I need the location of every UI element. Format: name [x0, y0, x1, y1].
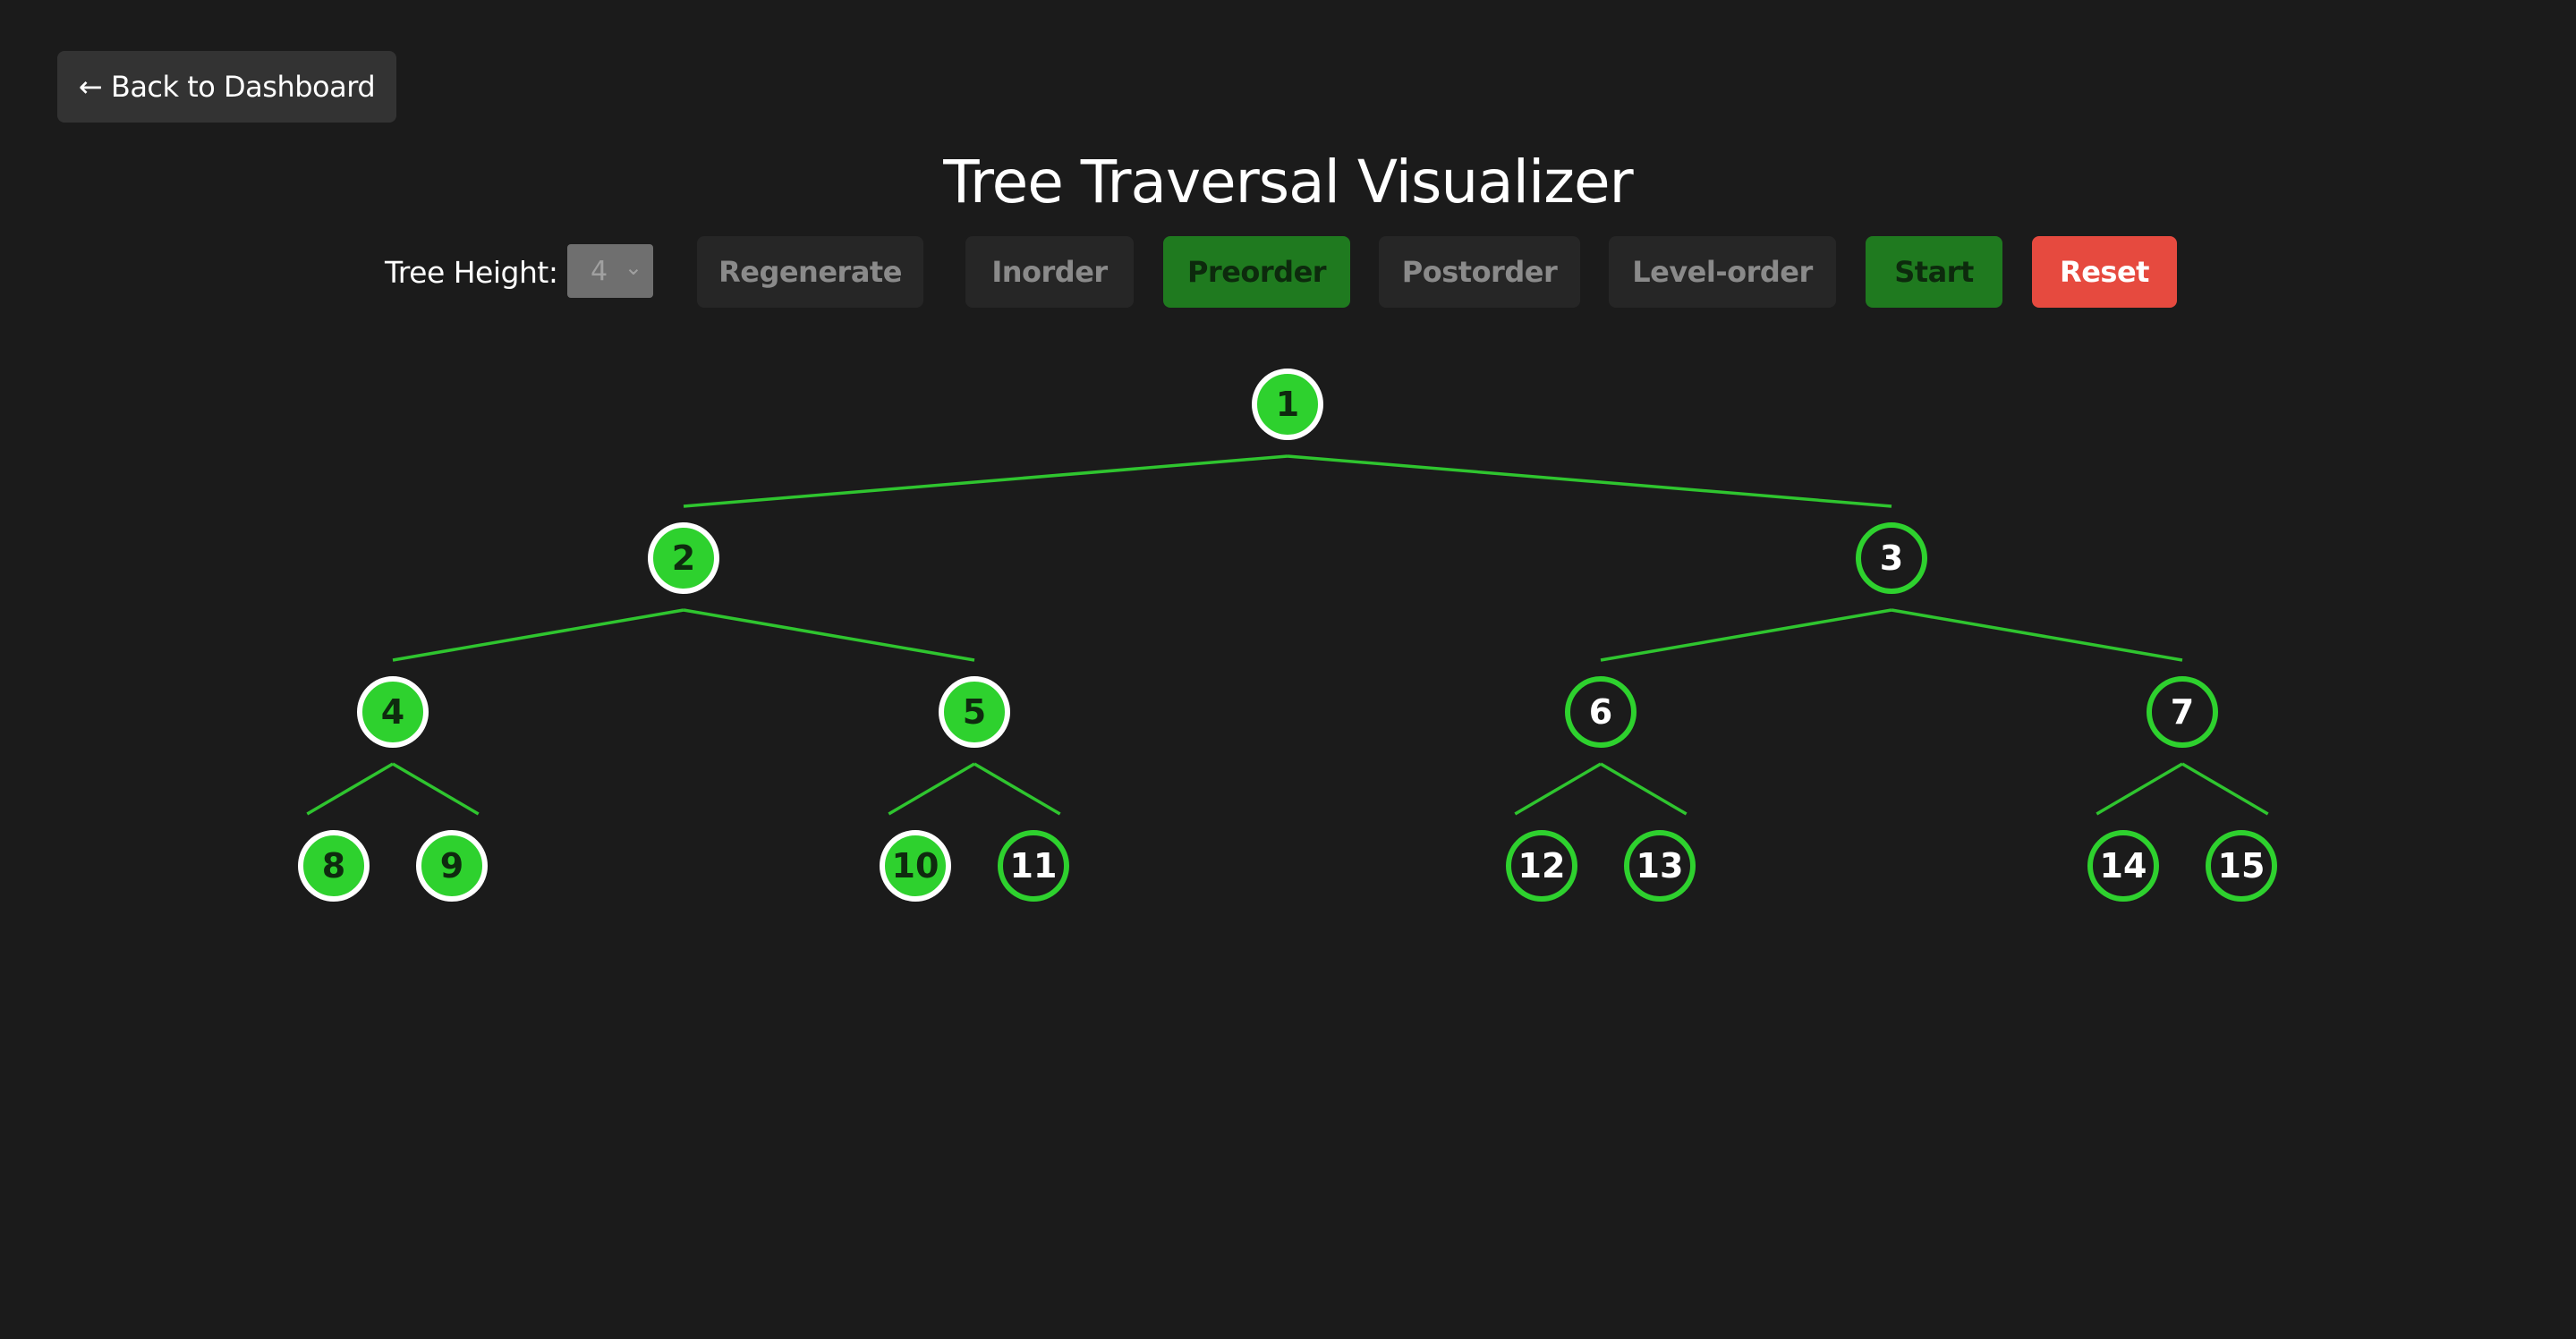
tree-edge	[973, 762, 1061, 816]
tree-node-label: 7	[2171, 692, 2194, 732]
tree-node-4: 4	[357, 676, 429, 748]
tree-node-label: 11	[1010, 846, 1058, 886]
tree-node-circle	[298, 830, 370, 902]
tree-height-select[interactable]: 4 ⌄	[567, 244, 653, 298]
preorder-button[interactable]: Preorder	[1163, 236, 1350, 308]
tree-node-label: 4	[381, 692, 404, 732]
page-title: Tree Traversal Visualizer	[943, 148, 1633, 216]
tree-edge	[888, 762, 975, 816]
tree-node-6: 6	[1565, 676, 1637, 748]
tree-node-8: 8	[298, 830, 370, 902]
tree-edge	[306, 762, 394, 816]
tree-node-14: 14	[2087, 830, 2159, 902]
tree-node-circle	[1856, 522, 1927, 594]
regenerate-button[interactable]: Regenerate	[697, 236, 923, 308]
tree-edge	[683, 454, 1288, 508]
tree-node-circle	[1565, 676, 1637, 748]
chevron-down-icon: ⌄	[624, 255, 642, 280]
tree-edge	[392, 608, 684, 662]
tree-edge	[1600, 608, 1892, 662]
tree-node-label: 3	[1880, 538, 1903, 578]
tree-node-7: 7	[2147, 676, 2218, 748]
tree-edge	[1600, 762, 1688, 816]
tree-node-circle	[2087, 830, 2159, 902]
postorder-button[interactable]: Postorder	[1379, 236, 1580, 308]
tree-node-label: 2	[672, 538, 695, 578]
tree-node-label: 13	[1637, 846, 1684, 886]
tree-node-circle	[998, 830, 1069, 902]
tree-edge	[2181, 762, 2269, 816]
tree-edge	[1891, 608, 2183, 662]
tree-node-label: 9	[440, 846, 463, 886]
tree-node-circle	[880, 830, 951, 902]
tree-node-circle	[357, 676, 429, 748]
tree-node-1: 1	[1252, 369, 1323, 440]
tree-node-3: 3	[1856, 522, 1927, 594]
tree-node-label: 15	[2218, 846, 2266, 886]
tree-node-circle	[2147, 676, 2218, 748]
tree-height-value: 4	[591, 255, 608, 287]
inorder-button[interactable]: Inorder	[965, 236, 1134, 308]
tree-node-10: 10	[880, 830, 951, 902]
tree-edge	[2096, 762, 2183, 816]
tree-node-circle	[1624, 830, 1696, 902]
tree-node-label: 1	[1276, 385, 1299, 424]
tree-node-label: 14	[2100, 846, 2147, 886]
tree-node-circle	[1506, 830, 1577, 902]
start-button[interactable]: Start	[1866, 236, 2002, 308]
controls-bar: Tree Height: 4 ⌄ Regenerate Inorder Preo…	[0, 236, 2576, 308]
tree-node-circle	[416, 830, 488, 902]
tree-node-15: 15	[2206, 830, 2277, 902]
tree-node-2: 2	[648, 522, 719, 594]
back-to-dashboard-button[interactable]: ← Back to Dashboard	[57, 51, 396, 123]
tree-node-13: 13	[1624, 830, 1696, 902]
tree-node-circle	[1252, 369, 1323, 440]
tree-node-label: 8	[322, 846, 345, 886]
tree-edge	[1514, 762, 1602, 816]
level-order-button[interactable]: Level-order	[1609, 236, 1836, 308]
reset-button[interactable]: Reset	[2032, 236, 2177, 308]
tree-node-5: 5	[939, 676, 1010, 748]
tree-node-label: 12	[1518, 846, 1566, 886]
tree-node-12: 12	[1506, 830, 1577, 902]
tree-node-label: 5	[963, 692, 986, 732]
tree-node-circle	[2206, 830, 2277, 902]
tree-node-9: 9	[416, 830, 488, 902]
tree-edge	[1287, 454, 1892, 508]
tree-node-11: 11	[998, 830, 1069, 902]
tree-node-circle	[939, 676, 1010, 748]
tree-edge	[392, 762, 480, 816]
tree-edge	[683, 608, 975, 662]
tree-node-label: 10	[892, 846, 939, 886]
tree-node-label: 6	[1589, 692, 1612, 732]
tree-node-circle	[648, 522, 719, 594]
tree-height-label: Tree Height:	[385, 254, 558, 290]
